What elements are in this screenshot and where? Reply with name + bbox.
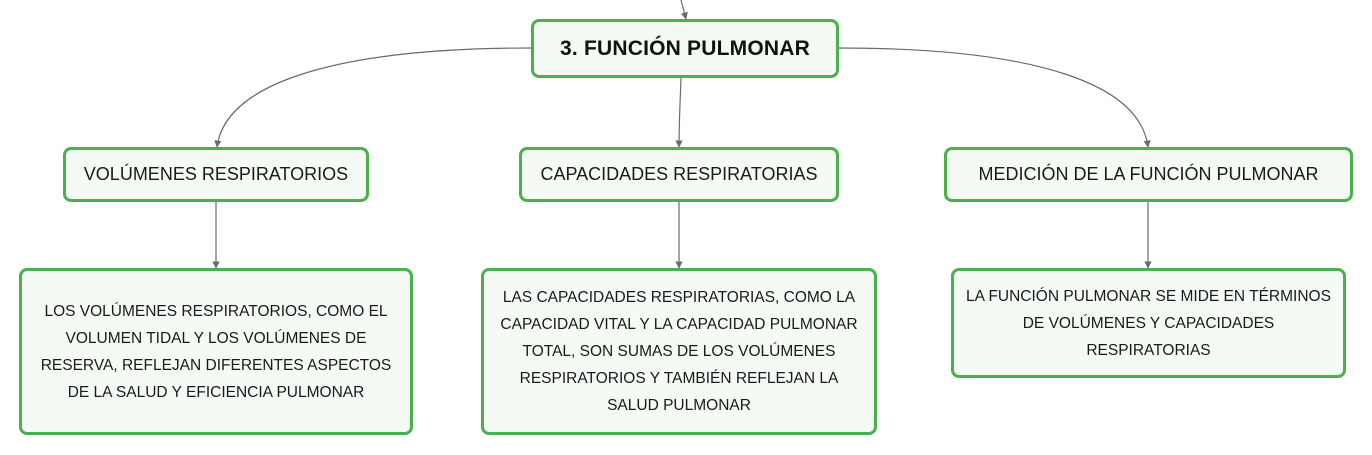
- root-node-label: 3. FUNCIÓN PULMONAR: [560, 36, 810, 60]
- node-medicion-label: MEDICIÓN DE LA FUNCIÓN PULMONAR: [978, 164, 1319, 184]
- node-capacidades-respiratorias[interactable]: CAPACIDADES RESPIRATORIAS: [519, 147, 839, 202]
- node-capacidades-label: CAPACIDADES RESPIRATORIAS: [540, 164, 818, 184]
- detail-volumenes-text: LOS VOLÚMENES RESPIRATORIOS, COMO EL VOL…: [40, 302, 392, 401]
- connector-parent-to-root: [680, 0, 688, 20]
- detail-capacidades[interactable]: LAS CAPACIDADES RESPIRATORIAS, COMO LA C…: [481, 268, 877, 435]
- connector-root-to-capacidades: [675, 77, 683, 148]
- detail-volumenes[interactable]: LOS VOLÚMENES RESPIRATORIOS, COMO EL VOL…: [19, 268, 413, 435]
- node-volumenes-label: VOLÚMENES RESPIRATORIOS: [83, 164, 349, 184]
- node-medicion-funcion-pulmonar[interactable]: MEDICIÓN DE LA FUNCIÓN PULMONAR: [944, 147, 1353, 202]
- detail-medicion[interactable]: LA FUNCIÓN PULMONAR SE MIDE EN TÉRMINOS …: [951, 268, 1346, 378]
- detail-capacidades-text: LAS CAPACIDADES RESPIRATORIAS, COMO LA C…: [500, 289, 858, 414]
- root-node[interactable]: 3. FUNCIÓN PULMONAR: [531, 19, 839, 78]
- detail-medicion-text: LA FUNCIÓN PULMONAR SE MIDE EN TÉRMINOS …: [966, 287, 1331, 359]
- connector-root-to-volumenes: [214, 47, 532, 148]
- node-volumenes-respiratorios[interactable]: VOLÚMENES RESPIRATORIOS: [63, 147, 369, 202]
- connector-root-to-medicion: [838, 47, 1151, 148]
